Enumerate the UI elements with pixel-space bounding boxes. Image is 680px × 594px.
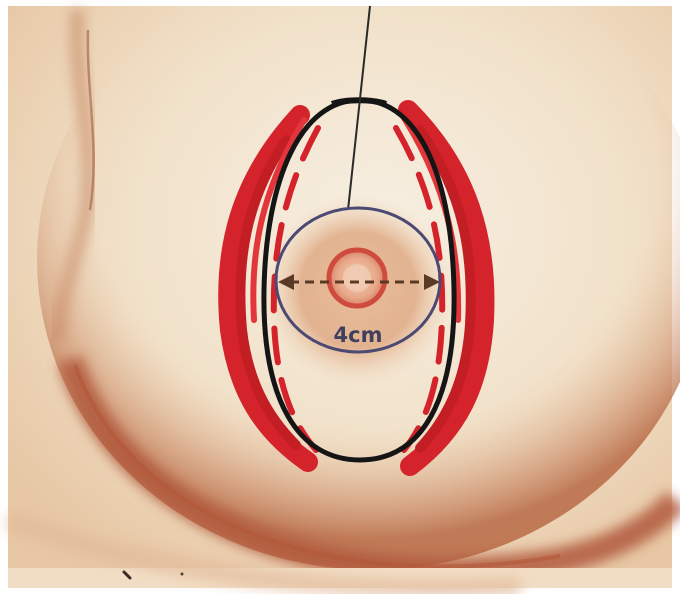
small-dot (181, 573, 184, 576)
nipple-center (343, 264, 371, 292)
measurement-label: 4cm (334, 323, 383, 347)
